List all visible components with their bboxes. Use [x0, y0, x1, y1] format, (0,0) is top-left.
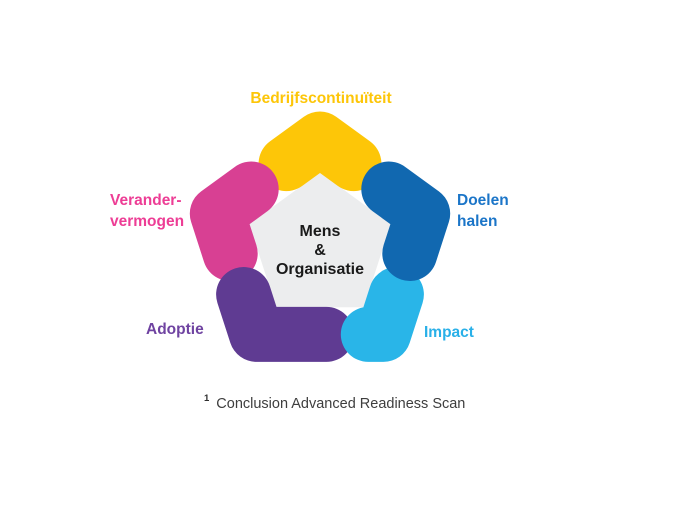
band-impact — [340, 267, 424, 362]
band-verander-vermogen — [189, 161, 279, 281]
center-label-line3: Organisatie — [276, 261, 364, 278]
label-verander-vermogen-line2: vermogen — [110, 213, 184, 230]
label-verander-vermogen-line1: Verander- — [110, 192, 182, 209]
footnote: 1 Conclusion Advanced Readiness Scan — [204, 393, 466, 412]
footnote-marker: 1 — [204, 393, 210, 404]
center-label-line1: Mens — [300, 223, 341, 240]
label-adoptie: Adoptie — [146, 321, 204, 338]
band-bedrijfscontinuiteit — [258, 111, 382, 192]
label-doelen-halen-line2: halen — [457, 213, 497, 230]
label-doelen-halen-line1: Doelen — [457, 192, 509, 209]
label-impact: Impact — [424, 324, 474, 341]
center-label-line2: & — [314, 242, 326, 259]
band-adoptie — [216, 267, 354, 362]
footnote-text: Conclusion Advanced Readiness Scan — [216, 395, 466, 412]
label-bedrijfscontinuiteit: Bedrijfscontinuïteit — [250, 90, 391, 107]
band-doelen-halen — [361, 161, 451, 281]
center-pentagon — [249, 172, 391, 308]
